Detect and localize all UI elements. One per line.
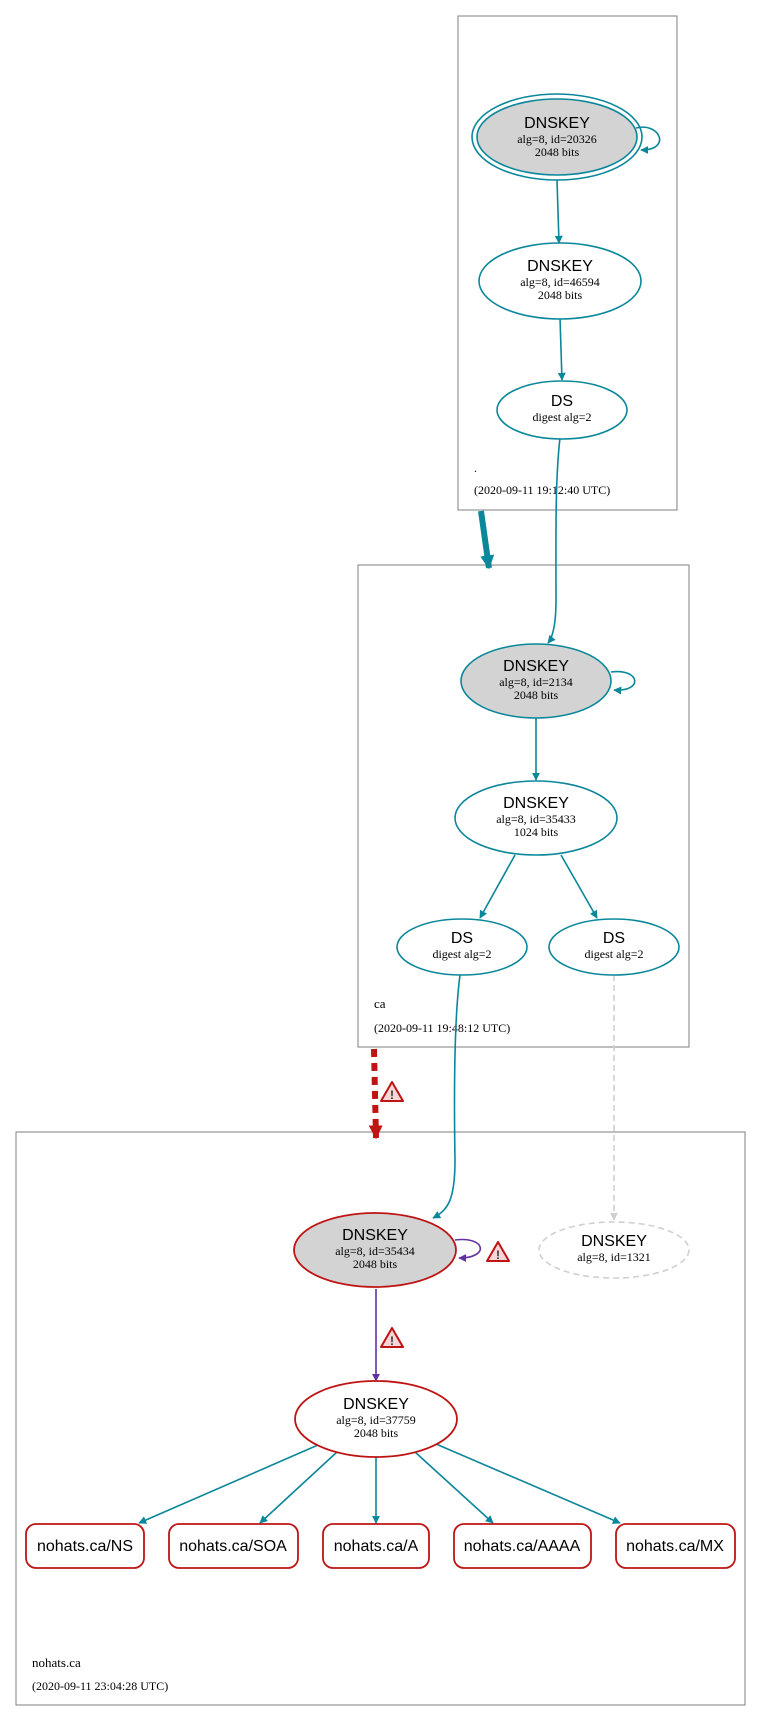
record-soa-label: nohats.ca/SOA (179, 1538, 287, 1555)
node-root-zsk[interactable]: DNSKEY alg=8, id=46594 2048 bits (478, 242, 642, 320)
warning-icon-ksk-zsk[interactable]: ! (380, 1327, 404, 1348)
record-mx[interactable]: nohats.ca/MX (615, 1523, 736, 1569)
edge-ca-zsk-ds1 (479, 854, 516, 919)
svg-text:!: ! (390, 1334, 394, 1348)
edge-ca-ds1-nohats-ksk (432, 974, 461, 1219)
edge-nohats-ksk-self (454, 1238, 482, 1262)
record-ns-label: nohats.ca/NS (37, 1538, 133, 1555)
node-ca-ksk[interactable]: DNSKEY alg=8, id=2134 2048 bits (460, 643, 612, 719)
edge-root-ds-ca-ksk (547, 437, 561, 644)
node-nohats-ksk-line2: 2048 bits (353, 1257, 398, 1271)
edge-zsk-ns (138, 1444, 319, 1524)
edges (138, 126, 661, 1524)
edge-zsk-soa (259, 1451, 338, 1524)
zone-ca: ca (2020-09-11 19:48:12 UTC) (357, 564, 690, 1048)
edge-delegation-root-ca (478, 510, 495, 570)
node-nohats-zsk-type: DNSKEY (343, 1396, 409, 1413)
node-ca-zsk-line2: 1024 bits (514, 825, 559, 839)
record-a-label: nohats.ca/A (334, 1538, 419, 1555)
edge-ca-zsk-ds2 (560, 854, 598, 919)
node-ca-ds1[interactable]: DS digest alg=2 (396, 918, 528, 976)
node-nohats-zsk-line2: 2048 bits (354, 1426, 399, 1440)
svg-text:!: ! (390, 1088, 394, 1102)
node-ca-zsk-line1: alg=8, id=35433 (496, 812, 576, 826)
record-mx-label: nohats.ca/MX (626, 1538, 724, 1555)
node-nohats-ksk-type: DNSKEY (342, 1227, 408, 1244)
zone-nohats-name: nohats.ca (32, 1655, 81, 1670)
node-ca-ds1-type: DS (451, 930, 473, 947)
node-ca-ds2-type: DS (603, 930, 625, 947)
node-root-zsk-line1: alg=8, id=46594 (520, 275, 600, 289)
zone-ca-timestamp: (2020-09-11 19:48:12 UTC) (374, 1021, 510, 1035)
node-nohats-missing-dnskey[interactable]: DNSKEY alg=8, id=1321 (538, 1221, 690, 1279)
edge-root-zsk-ds (557, 317, 566, 381)
node-root-ksk-type: DNSKEY (524, 115, 590, 132)
node-root-ksk-line2: 2048 bits (535, 145, 580, 159)
node-root-ksk[interactable]: DNSKEY alg=8, id=20326 2048 bits (471, 93, 643, 181)
zone-ca-name: ca (374, 996, 386, 1011)
zone-root-timestamp: (2020-09-11 19:12:40 UTC) (474, 483, 610, 497)
node-ca-ksk-line2: 2048 bits (514, 688, 559, 702)
svg-text:!: ! (496, 1248, 500, 1262)
node-ca-ksk-line1: alg=8, id=2134 (499, 675, 573, 689)
node-ca-zsk[interactable]: DNSKEY alg=8, id=35433 1024 bits (454, 780, 618, 856)
edge-root-ksk-self (635, 126, 661, 154)
edge-root-ksk-zsk (554, 179, 563, 244)
node-ca-ksk-type: DNSKEY (503, 658, 569, 675)
record-ns[interactable]: nohats.ca/NS (25, 1523, 145, 1569)
record-aaaa[interactable]: nohats.ca/AAAA (453, 1523, 592, 1569)
node-ca-ds2[interactable]: DS digest alg=2 (548, 918, 680, 976)
node-nohats-ksk[interactable]: DNSKEY alg=8, id=35434 2048 bits (293, 1212, 457, 1288)
node-ca-zsk-type: DNSKEY (503, 795, 569, 812)
record-a[interactable]: nohats.ca/A (322, 1523, 430, 1569)
record-soa[interactable]: nohats.ca/SOA (168, 1523, 299, 1569)
node-nohats-missing-line1: alg=8, id=1321 (577, 1250, 651, 1264)
zone-root: . (2020-09-11 19:12:40 UTC) (457, 15, 678, 511)
node-nohats-missing-type: DNSKEY (581, 1233, 647, 1250)
node-ca-ds2-line1: digest alg=2 (584, 947, 643, 961)
node-root-ksk-line1: alg=8, id=20326 (517, 132, 597, 146)
warning-icon-selfsign[interactable]: ! (486, 1241, 510, 1262)
edge-zsk-mx (435, 1443, 621, 1524)
edge-ca-ksk-self (610, 670, 636, 695)
node-nohats-zsk[interactable]: DNSKEY alg=8, id=37759 2048 bits (294, 1380, 458, 1458)
node-root-zsk-type: DNSKEY (527, 258, 593, 275)
edge-delegation-ca-nohats (368, 1048, 383, 1140)
zone-nohats: nohats.ca (2020-09-11 23:04:28 UTC) (15, 1131, 746, 1706)
record-aaaa-label: nohats.ca/AAAA (464, 1538, 581, 1555)
zone-root-name: . (474, 461, 477, 475)
warning-icon-delegation[interactable]: ! (380, 1081, 404, 1102)
zone-nohats-timestamp: (2020-09-11 23:04:28 UTC) (32, 1679, 168, 1693)
node-nohats-ksk-line1: alg=8, id=35434 (335, 1244, 415, 1258)
node-root-ds-line1: digest alg=2 (532, 410, 591, 424)
node-ca-ds1-line1: digest alg=2 (432, 947, 491, 961)
node-root-ds[interactable]: DS digest alg=2 (496, 380, 628, 440)
node-nohats-zsk-line1: alg=8, id=37759 (336, 1413, 416, 1427)
node-root-ds-type: DS (551, 393, 573, 410)
node-root-zsk-line2: 2048 bits (538, 288, 583, 302)
edge-zsk-aaaa (414, 1451, 494, 1524)
